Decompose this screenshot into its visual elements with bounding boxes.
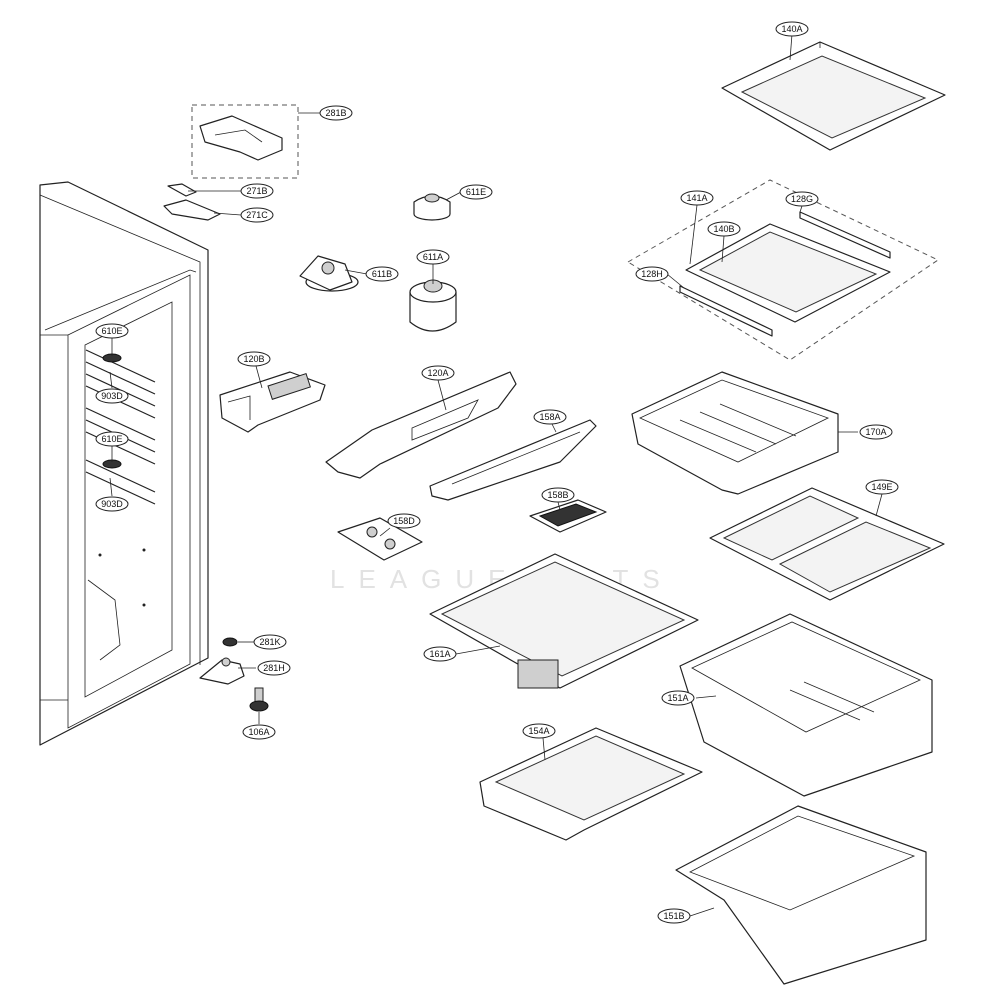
callout-158A: 158A (533, 409, 567, 425)
callout-140A: 140A (775, 21, 809, 37)
svg-text:903D: 903D (101, 391, 123, 401)
callout-106A: 106A (242, 724, 276, 740)
svg-text:610E: 610E (101, 326, 122, 336)
callout-903D-upper: 903D (95, 388, 129, 404)
callout-149E: 149E (865, 479, 899, 495)
drawer-151A (679, 613, 933, 797)
filter-cap-611E (413, 193, 451, 221)
filter-head-611B (299, 255, 359, 292)
callout-120B: 120B (237, 351, 271, 367)
svg-text:611B: 611B (372, 269, 392, 279)
svg-text:140A: 140A (781, 24, 802, 34)
svg-text:610E: 610E (101, 434, 122, 444)
callout-903D-lower: 903D (95, 496, 129, 512)
trim-158A (429, 419, 597, 501)
callout-154A: 154A (522, 723, 556, 739)
shelf-161A (429, 553, 699, 689)
svg-text:158B: 158B (547, 490, 568, 500)
svg-text:141A: 141A (686, 193, 707, 203)
refrigerator-cabinet (39, 181, 209, 746)
callout-120A: 120A (421, 365, 455, 381)
bin-151B (675, 805, 927, 985)
callout-271B: 271B (240, 183, 274, 199)
svg-text:151A: 151A (667, 693, 688, 703)
callout-128H: 128H (635, 266, 669, 282)
svg-text:281K: 281K (259, 637, 280, 647)
cover-120A (325, 371, 517, 479)
svg-text:154A: 154A (528, 726, 549, 736)
callout-281H: 281H (257, 660, 291, 676)
callout-281K: 281K (253, 634, 287, 650)
callout-158D: 158D (387, 513, 421, 529)
water-filter-611A (409, 279, 457, 332)
tray-170A (631, 371, 839, 495)
leader-lines (109, 33, 883, 917)
callout-141A: 141A (680, 190, 714, 206)
callout-161A: 161A (423, 646, 457, 662)
callout-281B: 281B (319, 105, 353, 121)
callout-611A: 611A (416, 249, 450, 265)
svg-text:128H: 128H (641, 269, 663, 279)
svg-text:151B: 151B (663, 911, 684, 921)
leveler-parts (199, 637, 269, 712)
svg-text:903D: 903D (101, 499, 123, 509)
svg-text:161A: 161A (429, 649, 450, 659)
callout-151A: 151A (661, 690, 695, 706)
callout-128G: 128G (785, 191, 819, 207)
callout-611B: 611B (365, 266, 399, 282)
callout-140B: 140B (707, 221, 741, 237)
svg-text:271C: 271C (246, 210, 268, 220)
svg-text:158D: 158D (393, 516, 415, 526)
svg-text:281H: 281H (263, 663, 285, 673)
svg-text:128G: 128G (791, 194, 813, 204)
callout-271C: 271C (240, 207, 274, 223)
svg-text:281B: 281B (325, 108, 346, 118)
svg-text:120B: 120B (243, 354, 264, 364)
hinge-parts-271 (163, 183, 221, 221)
svg-text:170A: 170A (865, 427, 886, 437)
svg-text:158A: 158A (539, 412, 560, 422)
svg-text:140B: 140B (713, 224, 734, 234)
svg-text:106A: 106A (248, 727, 269, 737)
shelf-assembly-141A (627, 179, 940, 361)
cover-281B (191, 104, 299, 179)
shelf-149E (709, 487, 945, 601)
lamp-housing-120B (219, 371, 326, 433)
control-158D (337, 517, 423, 561)
svg-text:611E: 611E (466, 187, 486, 197)
callout-610E-lower: 610E (95, 431, 129, 447)
callout-610E-upper: 610E (95, 323, 129, 339)
glass-shelf-140A (721, 41, 946, 151)
callout-611E: 611E (459, 184, 493, 200)
callout-170A: 170A (859, 424, 893, 440)
drawer-154A (479, 727, 703, 841)
svg-text:611A: 611A (423, 252, 443, 262)
vent-158B (529, 499, 607, 533)
svg-text:271B: 271B (246, 186, 267, 196)
callout-151B: 151B (657, 908, 691, 924)
callout-158B: 158B (541, 487, 575, 503)
svg-text:120A: 120A (427, 368, 448, 378)
svg-text:149E: 149E (871, 482, 892, 492)
